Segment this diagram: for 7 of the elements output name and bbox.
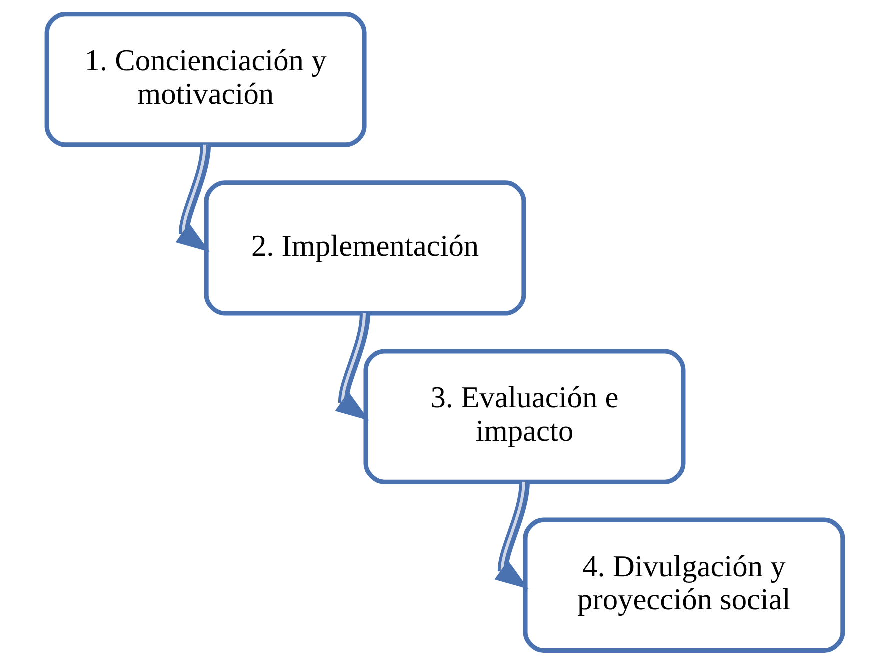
node-box: 4. Divulgación y proyección social — [523, 518, 846, 653]
node-box: 2. Implementación — [204, 180, 526, 316]
node-box: 3. Evaluación e impacto — [364, 349, 686, 484]
node-box: 1. Concienciación y motivación — [44, 12, 367, 148]
arrow — [335, 313, 371, 421]
arrow — [176, 144, 212, 252]
arrow — [494, 482, 530, 590]
